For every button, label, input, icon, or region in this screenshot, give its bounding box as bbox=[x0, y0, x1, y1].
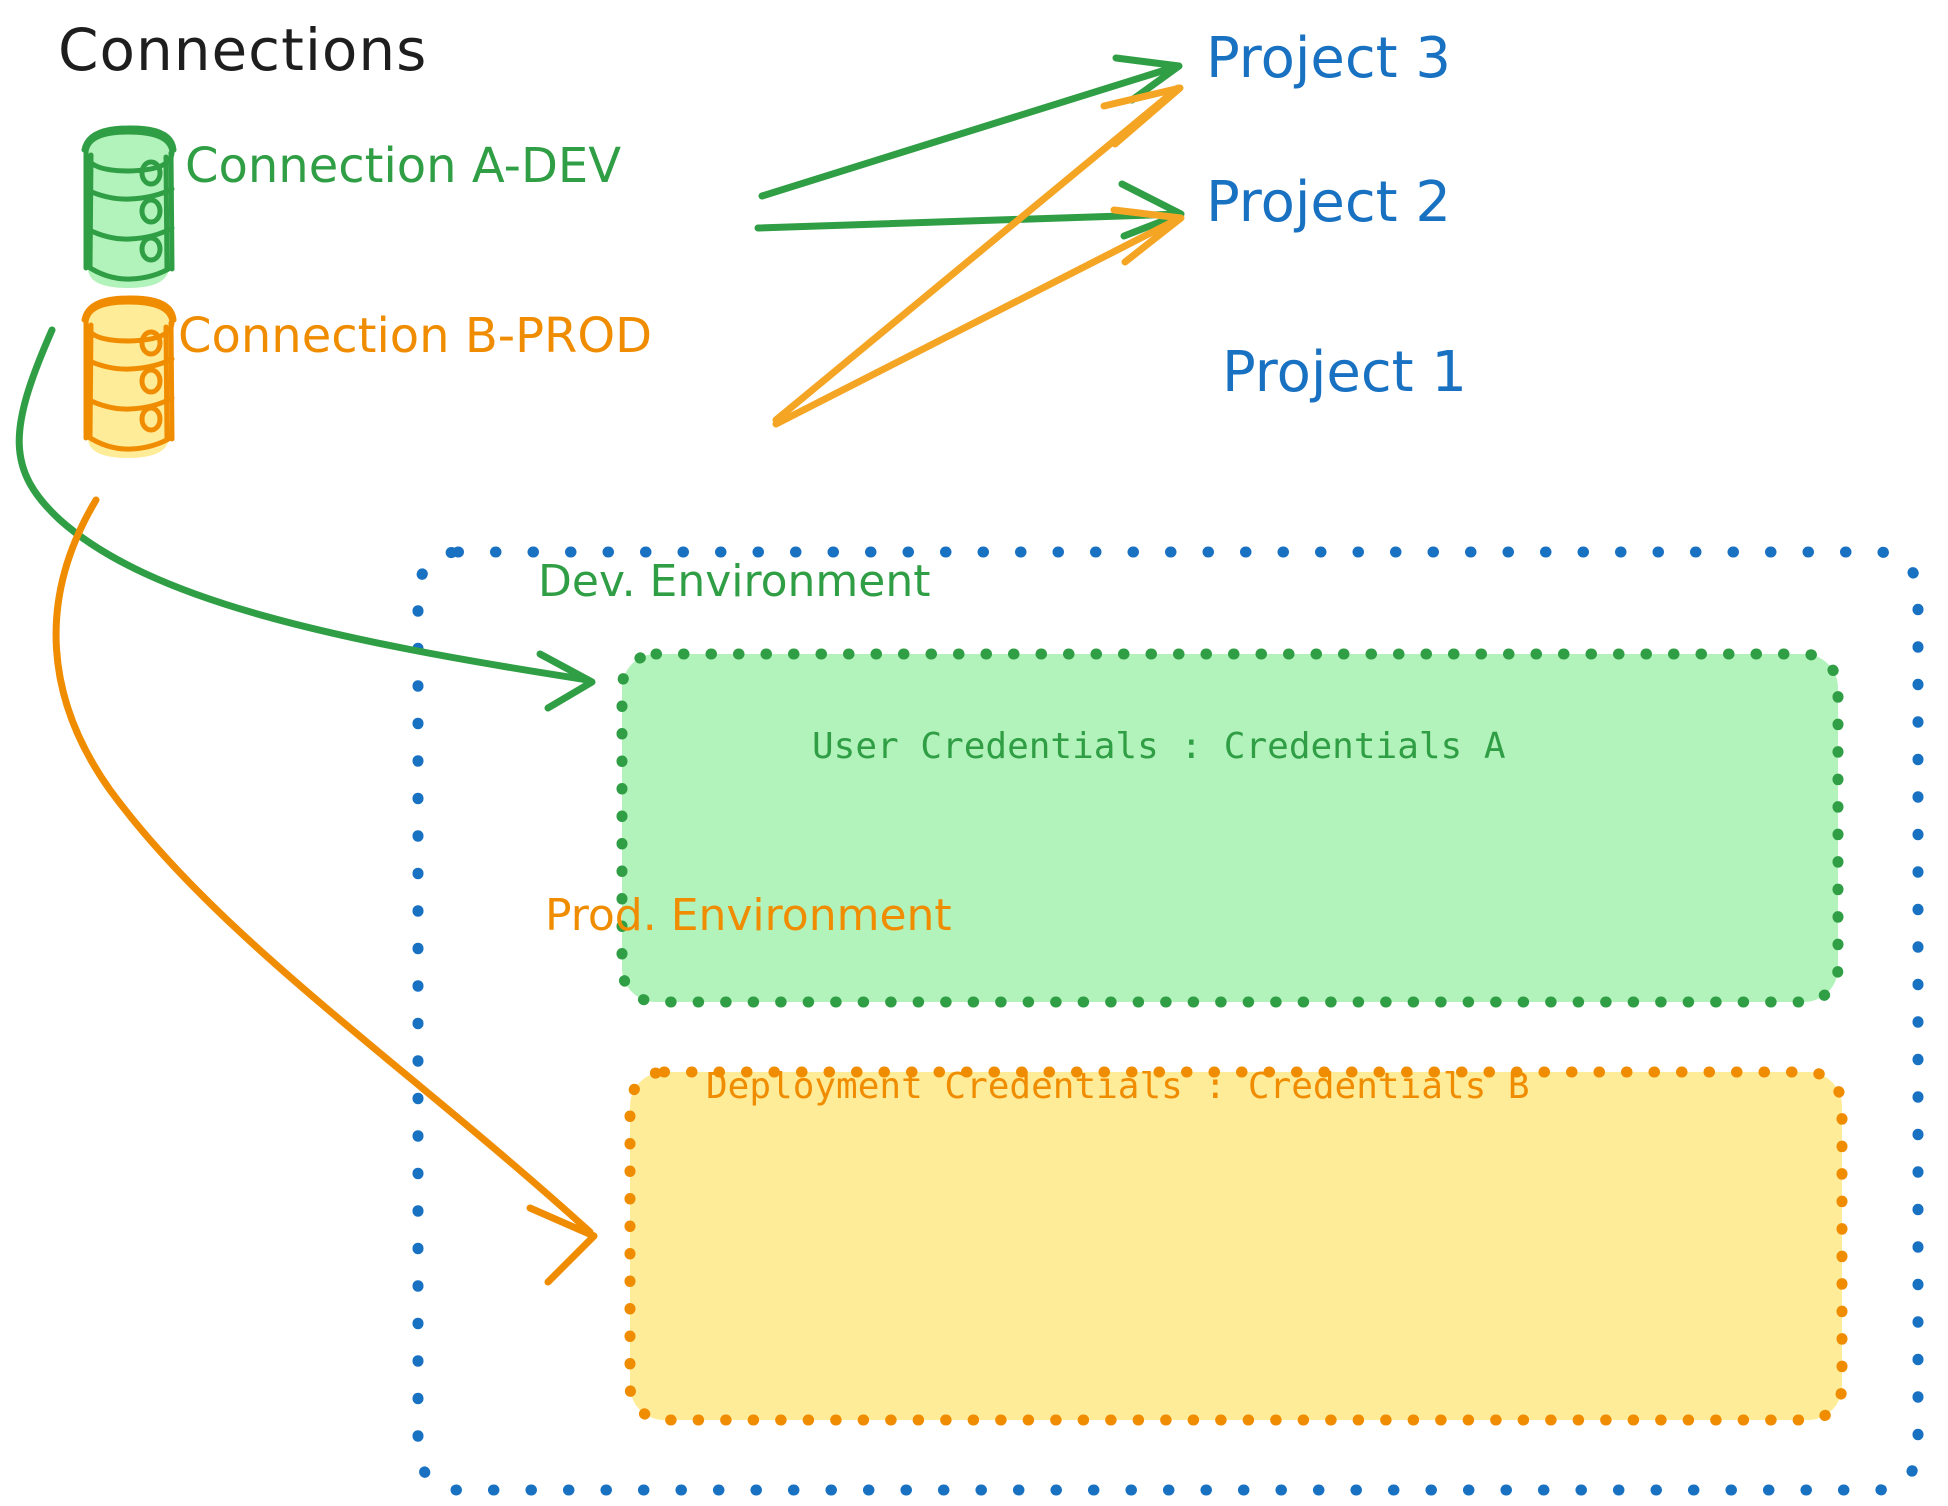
database-icon-green[interactable] bbox=[81, 125, 177, 288]
arrow-a-to-project3 bbox=[758, 54, 1183, 200]
arrow-b-to-project3 bbox=[772, 84, 1184, 424]
connection-b-prod-label[interactable]: Connection B-PROD bbox=[178, 308, 653, 364]
prod-environment-box[interactable] bbox=[624, 1066, 1848, 1426]
database-icon-orange[interactable] bbox=[81, 295, 177, 458]
project-1-label[interactable]: Project 1 bbox=[1222, 340, 1468, 405]
project-3-label[interactable]: Project 3 bbox=[1206, 26, 1452, 91]
dev-environment-credentials: User Credentials : Credentials A bbox=[812, 726, 1506, 767]
arrow-b-to-project2 bbox=[772, 206, 1185, 428]
page-title: Connections bbox=[58, 16, 428, 84]
project-2-label[interactable]: Project 2 bbox=[1206, 170, 1452, 235]
arrow-b-to-prod-environment bbox=[52, 496, 598, 1286]
dev-environment-title: Dev. Environment bbox=[538, 556, 931, 607]
arrow-a-to-project2 bbox=[754, 180, 1185, 240]
project1-container bbox=[412, 546, 1924, 1496]
dev-environment-box[interactable] bbox=[616, 648, 1844, 1008]
arrow-a-to-dev-environment bbox=[15, 326, 596, 712]
prod-environment-title: Prod. Environment bbox=[545, 890, 952, 941]
connection-a-dev-label[interactable]: Connection A-DEV bbox=[185, 138, 622, 194]
prod-environment-credentials: Deployment Credentials : Credentials B bbox=[706, 1066, 1530, 1107]
